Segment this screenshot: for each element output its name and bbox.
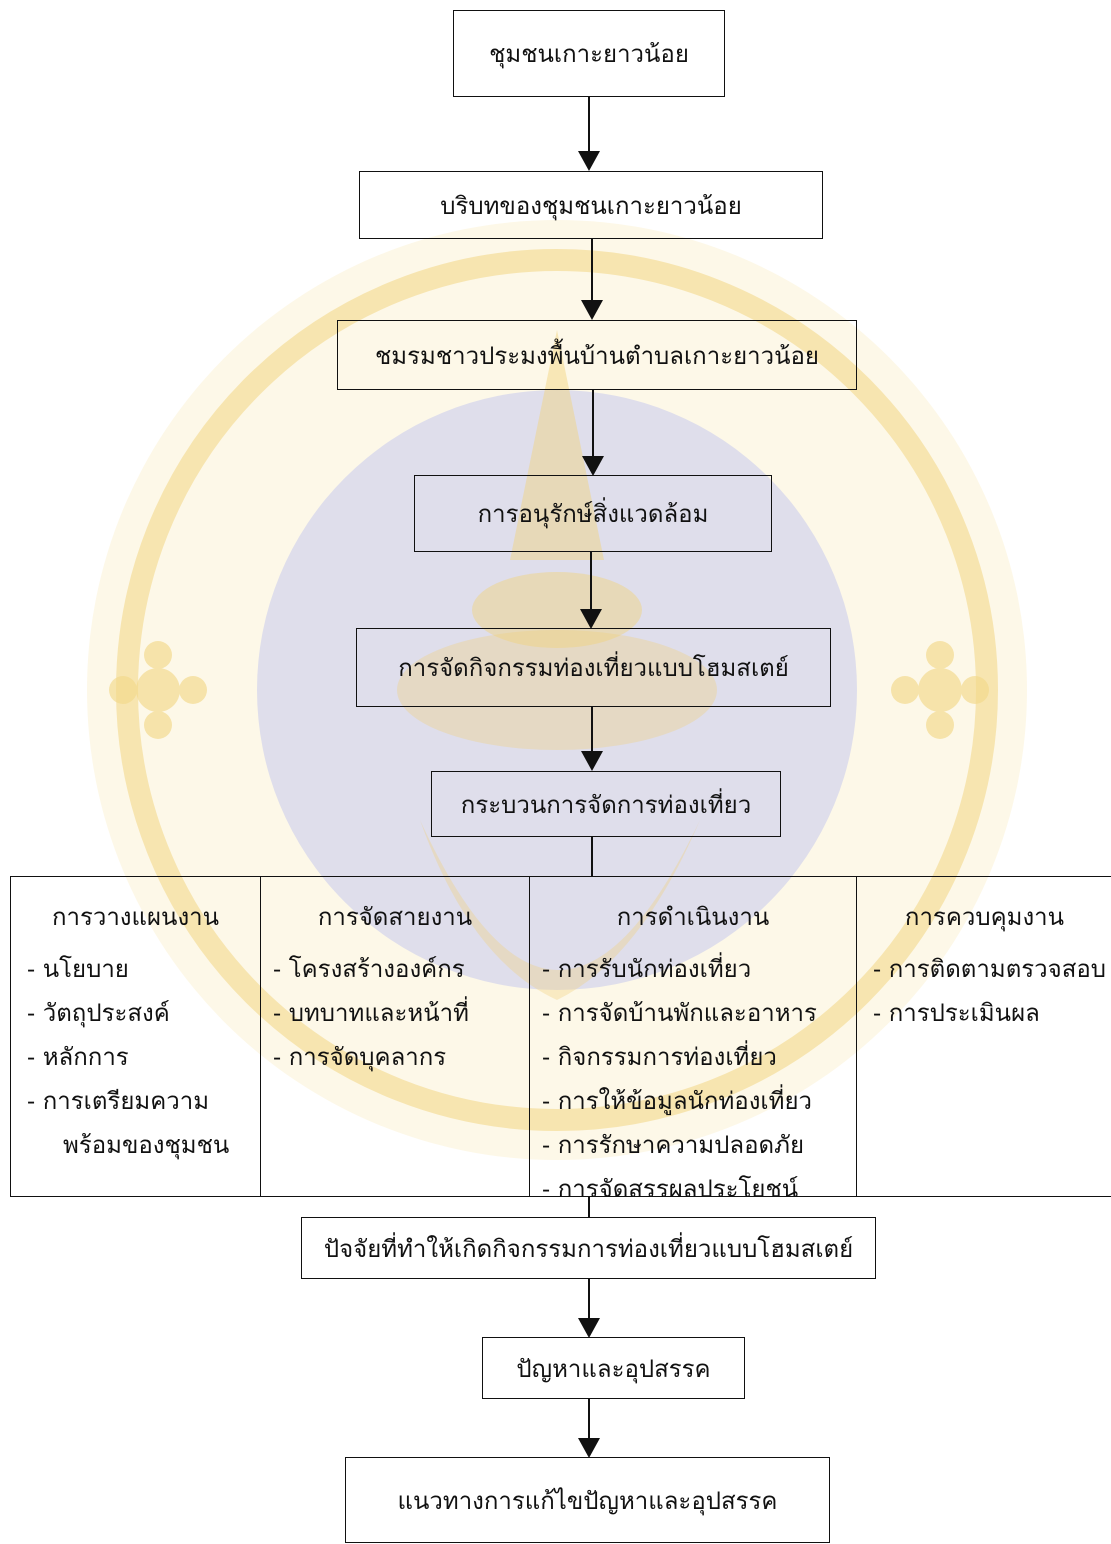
column-controlling: การควบคุมงาน - การติดตามตรวจสอบ - การประ… (856, 877, 1111, 1196)
list-item: - การให้ข้อมูลนักท่องเที่ยว (542, 1087, 812, 1115)
list-item: - วัตถุประสงค์ (27, 999, 170, 1027)
flow-box-fishermen-club: ชมรมชาวประมงพื้นบ้านตำบลเกาะยาวน้อย (337, 320, 857, 390)
connector-line (588, 97, 590, 153)
list-item: พร้อมของชุมชน (63, 1131, 230, 1159)
connector-line (591, 239, 593, 301)
column-operation: การดำเนินงาน - การรับนักท่องเที่ยว - การ… (529, 877, 856, 1203)
list-item: - การจัดบุคลากร (273, 1043, 447, 1071)
flow-box-environment-conservation: การอนุรักษ์สิ่งแวดล้อม (414, 475, 772, 552)
arrow-down-icon (580, 609, 602, 629)
connector-line (588, 1399, 590, 1439)
connector-line (591, 707, 593, 752)
arrow-down-icon (578, 151, 600, 171)
list-item: - นโยบาย (27, 955, 129, 983)
flow-box-problems-obstacles: ปัญหาและอุปสรรค (482, 1337, 745, 1399)
connector-line (588, 1279, 590, 1319)
list-item: - การติดตามตรวจสอบ (873, 955, 1107, 983)
flow-box-community: ชุมชนเกาะยาวน้อย (453, 10, 725, 97)
flow-box-homestay-factors: ปัจจัยที่ทำให้เกิดกิจกรรมการท่องเที่ยวแบ… (301, 1217, 876, 1279)
flow-box-homestay-activities: การจัดกิจกรรมท่องเที่ยวแบบโฮมสเตย์ (356, 628, 831, 707)
list-item: - โครงสร้างองค์กร (273, 955, 465, 983)
list-item: - การประเมินผล (873, 999, 1040, 1027)
column-heading: การดำเนินงาน (616, 903, 770, 931)
list-item: - การรักษาความปลอดภัย (542, 1131, 805, 1159)
list-item: - การจัดบ้านพักและอาหาร (542, 999, 817, 1027)
flow-box-tourism-management: กระบวนการจัดการท่องเที่ยว (431, 771, 781, 837)
list-item: - กิจกรรมการท่องเที่ยว (542, 1043, 777, 1071)
flow-box-community-context: บริบทของชุมชนเกาะยาวน้อย (359, 171, 823, 239)
arrow-down-icon (581, 751, 603, 771)
arrow-down-icon (578, 1318, 600, 1338)
connector-line (592, 390, 594, 457)
management-process-table: การวางแผนงาน - นโยบาย - วัตถุประสงค์ - ห… (10, 876, 1111, 1203)
column-organizing: การจัดสายงาน - โครงสร้างองค์กร - บทบาทแล… (260, 877, 529, 1196)
arrow-down-icon (578, 1438, 600, 1458)
list-item: - การรับนักท่องเที่ยว (542, 955, 752, 983)
list-item: - บทบาทและหน้าที่ (273, 999, 469, 1027)
column-heading: การควบคุมงาน (904, 903, 1065, 931)
arrow-down-icon (582, 456, 604, 476)
arrow-down-icon (581, 300, 603, 320)
connector-line (588, 1197, 590, 1218)
connector-line (590, 552, 592, 610)
list-item: - หลักการ (27, 1043, 129, 1071)
flow-box-solutions: แนวทางการแก้ไขปัญหาและอุปสรรค (345, 1457, 830, 1543)
column-heading: การจัดสายงาน (317, 903, 473, 931)
list-item: - การจัดสรรผลประโยชน์ (542, 1175, 799, 1203)
connector-line (591, 837, 593, 876)
column-heading: การวางแผนงาน (51, 903, 220, 931)
column-planning: การวางแผนงาน - นโยบาย - วัตถุประสงค์ - ห… (11, 877, 260, 1196)
list-item: - การเตรียมความ (27, 1087, 210, 1115)
